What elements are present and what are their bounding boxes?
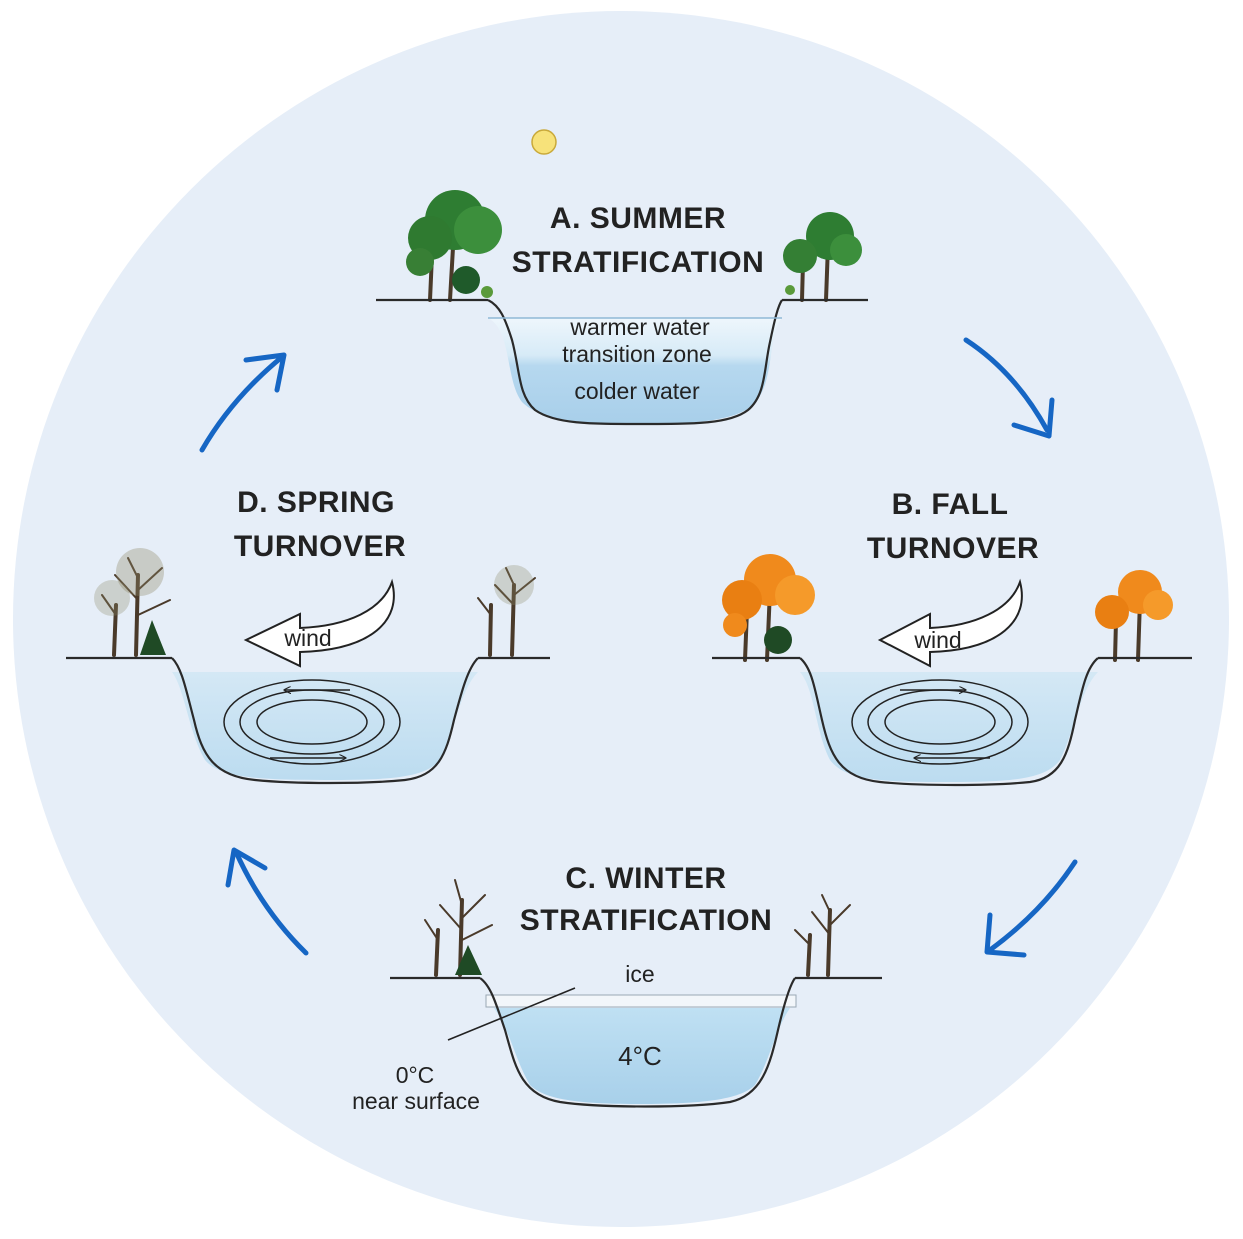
winter-surface-pointer: [447, 987, 576, 1041]
fall-tree-left: [722, 554, 815, 662]
winter-ice-label: ice: [625, 961, 654, 987]
summer-layer-transition: transition zone: [562, 341, 712, 367]
fall-lake: [800, 672, 1098, 782]
winter-scene: C. WINTER STRATIFICATION ice 4°C 0°C nea…: [352, 862, 882, 1114]
winter-surface-temp: 0°C: [396, 1062, 435, 1088]
winter-surface-note: near surface: [352, 1088, 480, 1114]
spring-scene: wind D. SPRING TURNOVER: [66, 486, 550, 785]
fall-wind-label: wind: [913, 627, 961, 653]
fall-wind-arrow: [877, 578, 1023, 668]
winter-tree-right: [794, 894, 851, 977]
fall-circulation: [851, 679, 1029, 765]
cycle-arrow-fall-to-winter: [984, 859, 1078, 958]
cycle-arrow-spring-to-summer: [199, 352, 287, 453]
spring-wind-arrow: [243, 578, 395, 668]
winter-lake: [494, 1008, 790, 1104]
cycle-arrow-summer-to-fall: [963, 337, 1055, 439]
winter-tree-left: [424, 879, 493, 977]
cycle-arrow-winter-to-spring: [225, 847, 309, 956]
spring-tree-left: [94, 548, 171, 657]
fall-scene: wind B. FALL TURNOVER: [712, 488, 1192, 787]
summer-layer-warmer: warmer water: [569, 314, 710, 340]
spring-tree-right: [477, 565, 536, 657]
fall-title-line1: B. FALL: [892, 488, 1009, 521]
summer-scene: A. SUMMER STRATIFICATION warmer water tr…: [376, 129, 868, 426]
spring-wind-label: wind: [283, 625, 331, 651]
background-circle: [13, 11, 1229, 1227]
fall-title-line2: TURNOVER: [867, 532, 1039, 565]
summer-layer-colder: colder water: [574, 378, 700, 404]
winter-ice-layer: [485, 994, 797, 1008]
fall-tree-right: [1095, 570, 1173, 662]
winter-title-line1: C. WINTER: [565, 862, 726, 895]
summer-title-line1: A. SUMMER: [550, 202, 726, 235]
spring-title-line1: D. SPRING: [237, 486, 395, 519]
summer-tree-right: [783, 212, 862, 302]
spring-circulation: [223, 679, 401, 765]
summer-tree-left: [406, 190, 502, 302]
sun-icon: [531, 129, 557, 155]
winter-deep-temp: 4°C: [618, 1041, 662, 1071]
spring-title-line2: TURNOVER: [234, 530, 406, 563]
spring-lake: [172, 672, 478, 780]
summer-lake: [488, 318, 782, 424]
summer-title-line2: STRATIFICATION: [512, 246, 765, 279]
winter-title-line2: STRATIFICATION: [520, 904, 773, 937]
